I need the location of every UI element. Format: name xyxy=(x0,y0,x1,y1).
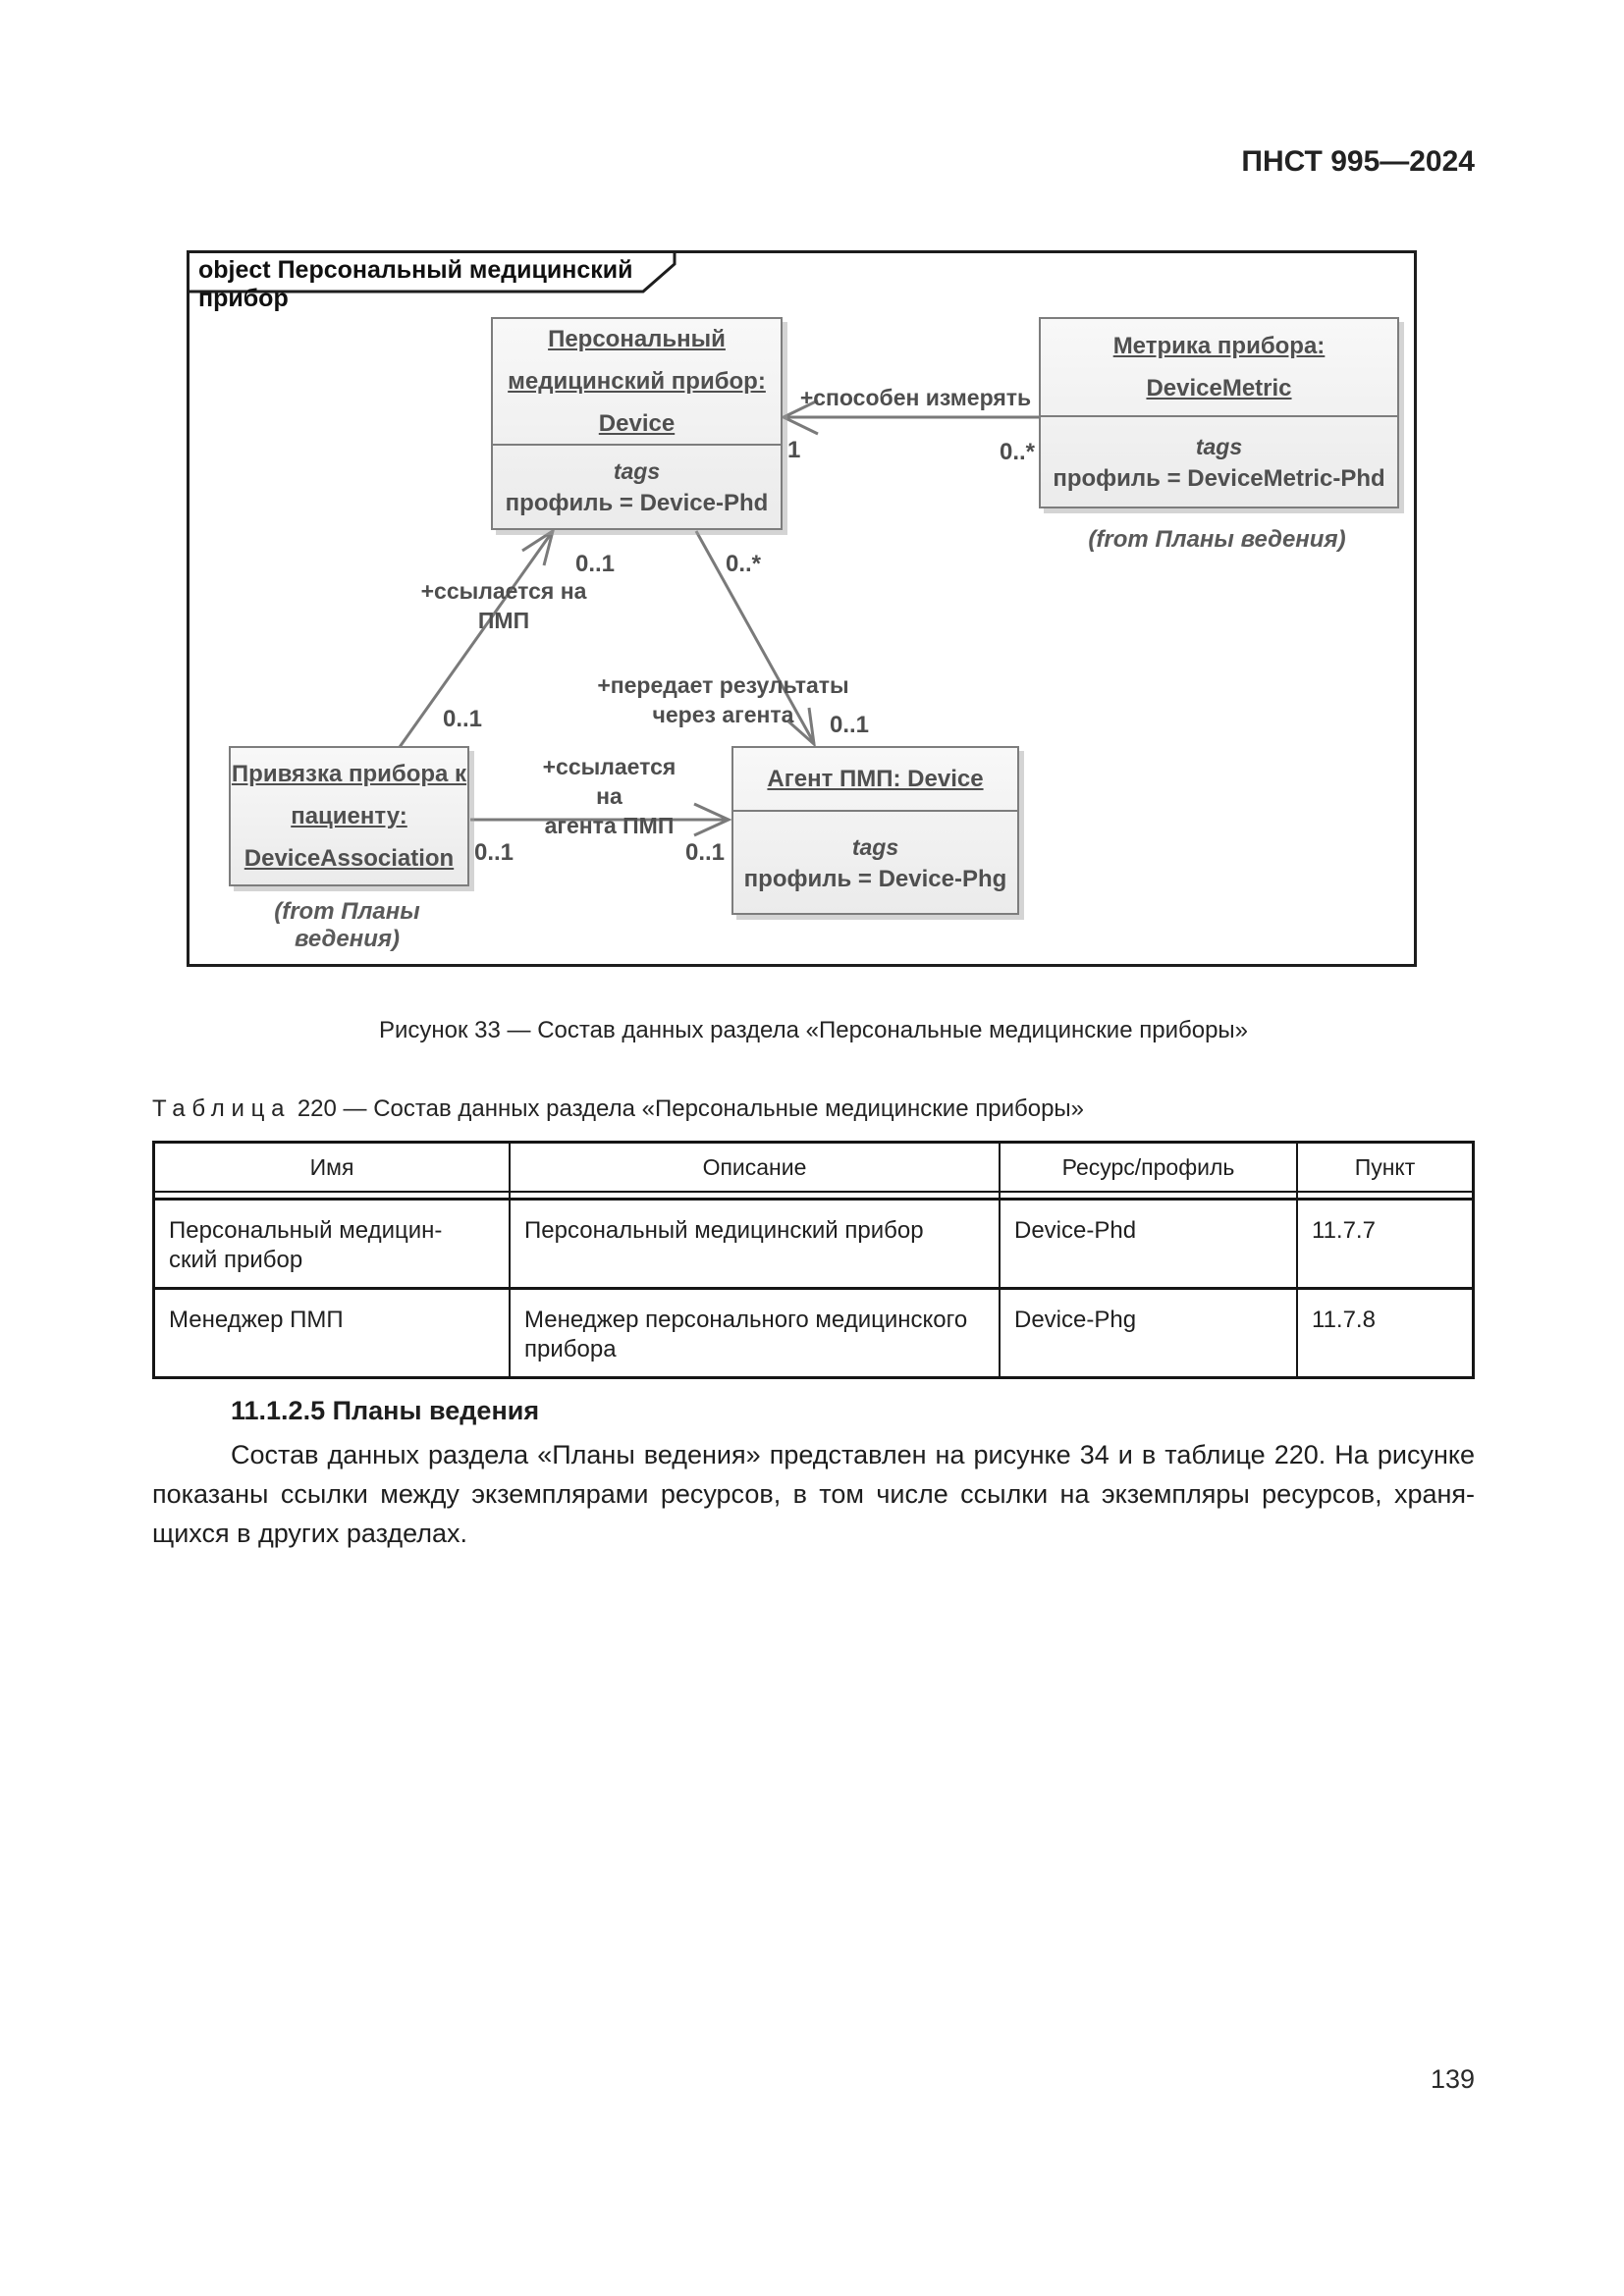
object-title: Персональный xyxy=(548,326,726,352)
paragraph-line: щихся в других разделах. xyxy=(152,1519,468,1548)
paragraph-line: показаны ссылки между экземплярами ресур… xyxy=(152,1479,1475,1509)
object-agent-header: Агент ПМП: Device xyxy=(733,748,1017,810)
col-header-description: Описание xyxy=(509,1144,999,1191)
tags-keyword: tags xyxy=(1195,433,1243,459)
object-device: Персональный медицинский прибор: Device … xyxy=(491,317,783,530)
body-paragraph: Состав данных раздела «Планы ведения» пр… xyxy=(152,1435,1475,1553)
cell-resource: Device-Phd xyxy=(999,1201,1296,1287)
object-device-association-header: Привязка прибора к пациенту: DeviceAssoc… xyxy=(231,748,467,884)
object-title: DeviceMetric xyxy=(1146,375,1292,401)
mult-ref-agent-right: 0..1 xyxy=(685,839,726,866)
assoc-measure-label: +способен измерять xyxy=(799,385,1032,410)
frame-border xyxy=(187,250,1417,967)
object-device-metric-header: Метрика прибора: DeviceMetric xyxy=(1041,319,1397,415)
assoc-measure-line xyxy=(780,399,1039,436)
page-number: 139 xyxy=(1430,2064,1475,2094)
assoc-transmit-label: +передает результаты через агента xyxy=(597,672,849,727)
frame-label-tab xyxy=(187,250,677,294)
col-header-name: Имя xyxy=(309,1154,354,1180)
page-header: ПНСТ 995—2024 xyxy=(1241,145,1475,178)
mult-ref-pmp-top: 0..1 xyxy=(575,551,616,577)
object-device-association: Привязка прибора к пациенту: DeviceAssoc… xyxy=(229,746,469,886)
tag-value: профиль = Device-Phg xyxy=(743,865,1007,892)
col-header-clause: Пункт xyxy=(1296,1144,1472,1191)
tags-keyword: tags xyxy=(613,458,661,484)
object-title: Агент ПМП: Device xyxy=(767,766,984,792)
from-note-device-association: (from Планы ведения) xyxy=(274,898,420,952)
object-title: пациенту: xyxy=(291,803,407,829)
table-row: Менеджер ПМП Менеджер персонального меди… xyxy=(155,1290,1472,1376)
paragraph-line: Состав данных раздела «Планы ведения» пр… xyxy=(231,1440,1475,1469)
object-title: Привязка прибора к xyxy=(231,761,467,787)
tag-value: профиль = Device-Phd xyxy=(505,490,769,516)
assoc-ref-agent-line xyxy=(470,802,732,837)
diagram-lines xyxy=(187,250,1417,967)
assoc-transmit-line xyxy=(694,530,817,748)
table-caption: Таблица 220 — Состав данных раздела «Пер… xyxy=(152,1095,1475,1123)
table-header-row: Имя Описание Ресурс/профиль Пункт xyxy=(155,1144,1472,1193)
from-note-device-metric: (from Планы ведения) xyxy=(1088,526,1346,553)
object-device-metric: Метрика прибора: DeviceMetric tags профи… xyxy=(1039,317,1399,508)
table-row: Персональный медицин- ский прибор Персон… xyxy=(155,1201,1472,1290)
cell-name: Менеджер ПМП xyxy=(169,1307,344,1333)
assoc-ref-pmp-line xyxy=(398,527,556,748)
tags-keyword: tags xyxy=(851,833,899,860)
cell-clause: 11.7.7 xyxy=(1296,1201,1472,1287)
data-table: Имя Описание Ресурс/профиль Пункт Персон… xyxy=(152,1141,1475,1379)
figure-caption: Рисунок 33 — Состав данных раздела «Перс… xyxy=(378,1017,1249,1043)
mult-device-1: 1 xyxy=(787,437,801,463)
object-device-metric-tags: tags профиль = DeviceMetric-Phd xyxy=(1041,415,1397,507)
object-agent: Агент ПМП: Device tags профиль = Device-… xyxy=(731,746,1019,915)
tag-value: профиль = DeviceMetric-Phd xyxy=(1053,464,1385,492)
object-title: Метрика прибора: xyxy=(1112,333,1326,359)
uml-object-diagram: object Персональный медицинский прибор П… xyxy=(187,250,1417,967)
cell-description: Персональный медицинский прибор xyxy=(509,1201,999,1287)
cell-name: Персональный медицин- ский прибор xyxy=(169,1217,443,1273)
object-title: медицинский прибор: xyxy=(508,368,766,395)
object-title: DeviceAssociation xyxy=(244,845,455,872)
assoc-ref-agent-label: +ссылается на агента ПМП xyxy=(542,754,677,838)
section-heading: 11.1.2.5 Планы ведения xyxy=(231,1396,540,1425)
cell-resource: Device-Phg xyxy=(999,1290,1296,1376)
mult-metric-0-star: 0..* xyxy=(999,439,1035,465)
assoc-ref-pmp-label: +ссылается на ПМП xyxy=(420,578,587,633)
mult-ref-agent-left: 0..1 xyxy=(474,839,514,866)
table-header-double-rule xyxy=(155,1193,1472,1201)
frame-label: object Персональный медицинский прибор xyxy=(198,256,633,312)
mult-transmit-top: 0..* xyxy=(726,551,762,577)
object-agent-tags: tags профиль = Device-Phg xyxy=(733,810,1017,913)
col-header-resource: Ресурс/профиль xyxy=(999,1144,1296,1191)
cell-description: Менеджер персонального медицинского приб… xyxy=(509,1290,999,1376)
object-device-tags: tags профиль = Device-Phd xyxy=(493,444,781,528)
table-caption-word: Таблица xyxy=(152,1095,292,1122)
cell-clause: 11.7.8 xyxy=(1296,1290,1472,1376)
mult-transmit-bottom: 0..1 xyxy=(830,712,870,738)
object-title: Device xyxy=(598,410,676,437)
mult-ref-pmp-bottom: 0..1 xyxy=(443,706,483,732)
table-caption-rest: 220 — Состав данных раздела «Персональны… xyxy=(297,1095,1085,1122)
object-device-header: Персональный медицинский прибор: Device xyxy=(493,319,781,444)
